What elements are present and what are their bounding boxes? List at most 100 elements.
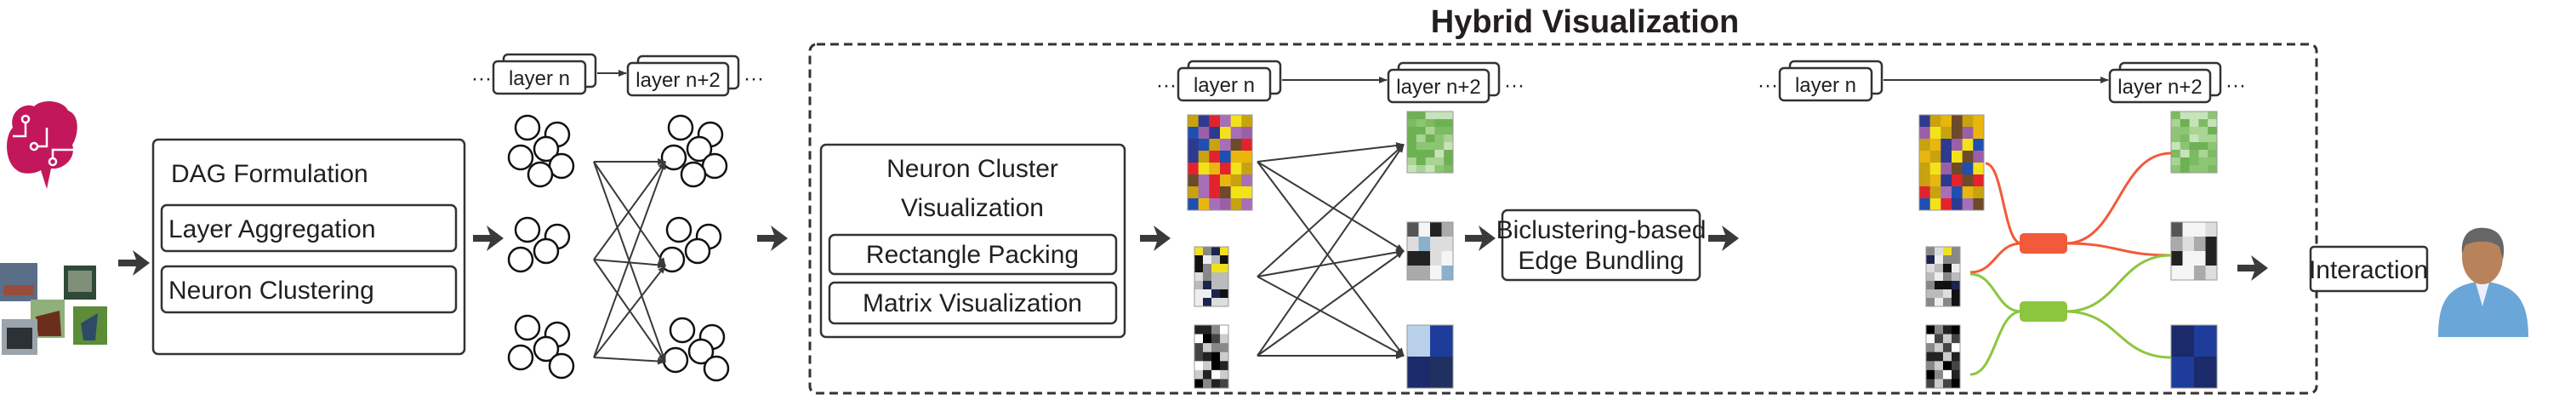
matrix-cell (1441, 237, 1454, 252)
matrix-cell (2208, 127, 2218, 135)
cluster-image-patch-matrix-1 (1406, 221, 1454, 281)
user-avatar-icon (2438, 227, 2528, 337)
matrix-cell (1430, 251, 1442, 266)
matrix-cell (1941, 115, 1952, 128)
matrix-cell (1434, 142, 1445, 151)
matrix-cell (2189, 119, 2199, 128)
matrix-cell (1203, 343, 1212, 353)
edge-bundling-box: Biclustering-based Edge Bundling (1496, 209, 1706, 282)
matrix-cell (1943, 379, 1952, 389)
matrix-cell (2182, 266, 2195, 281)
matrix-cell (1220, 186, 1232, 199)
matrix-cell (1941, 163, 1952, 175)
neuron-circle (660, 144, 687, 171)
matrix-cell (1441, 266, 1454, 281)
matrix-cell (2189, 165, 2199, 174)
matrix-edge (1257, 144, 1405, 277)
matrix-cell (1444, 111, 1454, 120)
matrix-cell (1407, 251, 1419, 266)
matrix-cell (1952, 139, 1963, 151)
matrix-cell (2208, 134, 2218, 143)
matrix-cell (1444, 127, 1454, 135)
matrix-cell (1220, 247, 1229, 256)
matrix-cell (1230, 127, 1242, 140)
matrix-cell (2208, 157, 2218, 166)
dag-edge (593, 161, 666, 266)
neuron-circle (533, 237, 560, 265)
matrix-cell (1220, 115, 1232, 128)
matrix-cell (1441, 222, 1454, 237)
arrow-right-icon (1465, 226, 1496, 251)
matrix-cell (1425, 119, 1435, 128)
matrix-cell (2171, 325, 2195, 357)
matrix-cell (1203, 255, 1212, 265)
matrix-cell (1211, 361, 1221, 371)
matrix-cell (1407, 266, 1419, 281)
matrix-cell (1926, 289, 1935, 299)
neuron-cluster-right-1 (658, 216, 722, 273)
matrix-cell (1211, 272, 1221, 282)
matrix-cell (1434, 157, 1445, 166)
matrix-cell (1194, 351, 1204, 362)
matrix-cell (1929, 174, 1941, 187)
matrix-cell (2194, 222, 2206, 237)
neuron-circle (548, 352, 575, 380)
matrix-cell (1188, 186, 1200, 199)
matrix-cell (1425, 134, 1435, 143)
matrix-cell (1430, 325, 1454, 357)
matrix-cell (1941, 186, 1952, 199)
bundled-activation-matrix-1 (1925, 246, 1961, 307)
matrix-cell (1241, 163, 1253, 175)
matrix-cell (1926, 255, 1935, 265)
matrix-cell (1973, 139, 1985, 151)
neuron-circle (680, 161, 707, 188)
matrix-cell (2171, 357, 2195, 389)
dag-formulation-title: DAG Formulation (171, 160, 368, 188)
matrix-cell (1444, 142, 1454, 151)
matrix-cell (1943, 369, 1952, 380)
bundled-image-patch-matrix-2 (2170, 324, 2218, 389)
matrix-edge (1257, 142, 1405, 163)
matrix-cell (2180, 157, 2191, 166)
brain-icon (7, 100, 77, 189)
matrix-cell (2205, 251, 2218, 266)
matrix-cell (1425, 142, 1435, 151)
matrix-cell (1935, 289, 1944, 299)
matrix-cell (1211, 281, 1221, 290)
matrix-cell (1230, 115, 1242, 128)
matrix-cell (1230, 163, 1242, 175)
matrix-cell (1211, 325, 1221, 335)
neuron-cluster-title-line1: Neuron Cluster (886, 155, 1058, 183)
matrix-cell (1220, 379, 1229, 389)
matrix-cell (1209, 174, 1221, 187)
matrix-cell (1203, 361, 1212, 371)
matrix-cell (1220, 151, 1232, 163)
matrix-cell (2194, 237, 2206, 252)
matrix-cell (1943, 298, 1952, 307)
matrix-cell (1935, 369, 1944, 380)
matrix-cell (2198, 134, 2208, 143)
matrix-cell (1241, 151, 1253, 163)
layer-n-label: layer n (1795, 74, 1856, 97)
matrix-cell (2208, 165, 2218, 174)
matrix-cell (1425, 165, 1435, 174)
matrix-cell (1220, 361, 1229, 371)
matrix-cell (1952, 369, 1961, 380)
cluster-activation-matrix-1 (1194, 246, 1229, 307)
matrix-cell (2171, 237, 2183, 252)
matrix-cell (2208, 142, 2218, 151)
matrix-cell (1211, 247, 1221, 256)
matrix-cell (1198, 198, 1210, 211)
matrix-cell (1973, 163, 1985, 175)
matrix-cell (1973, 174, 1985, 187)
matrix-cell (1194, 343, 1204, 353)
arrow-right-icon (473, 226, 504, 251)
matrix-cell (1416, 142, 1427, 151)
matrix-cell (1952, 163, 1963, 175)
matrix-cell (1418, 266, 1431, 281)
matrix-cell (1220, 139, 1232, 151)
matrix-cell (1194, 369, 1204, 380)
layer-n-box (492, 60, 587, 95)
matrix-cell (1952, 334, 1961, 344)
